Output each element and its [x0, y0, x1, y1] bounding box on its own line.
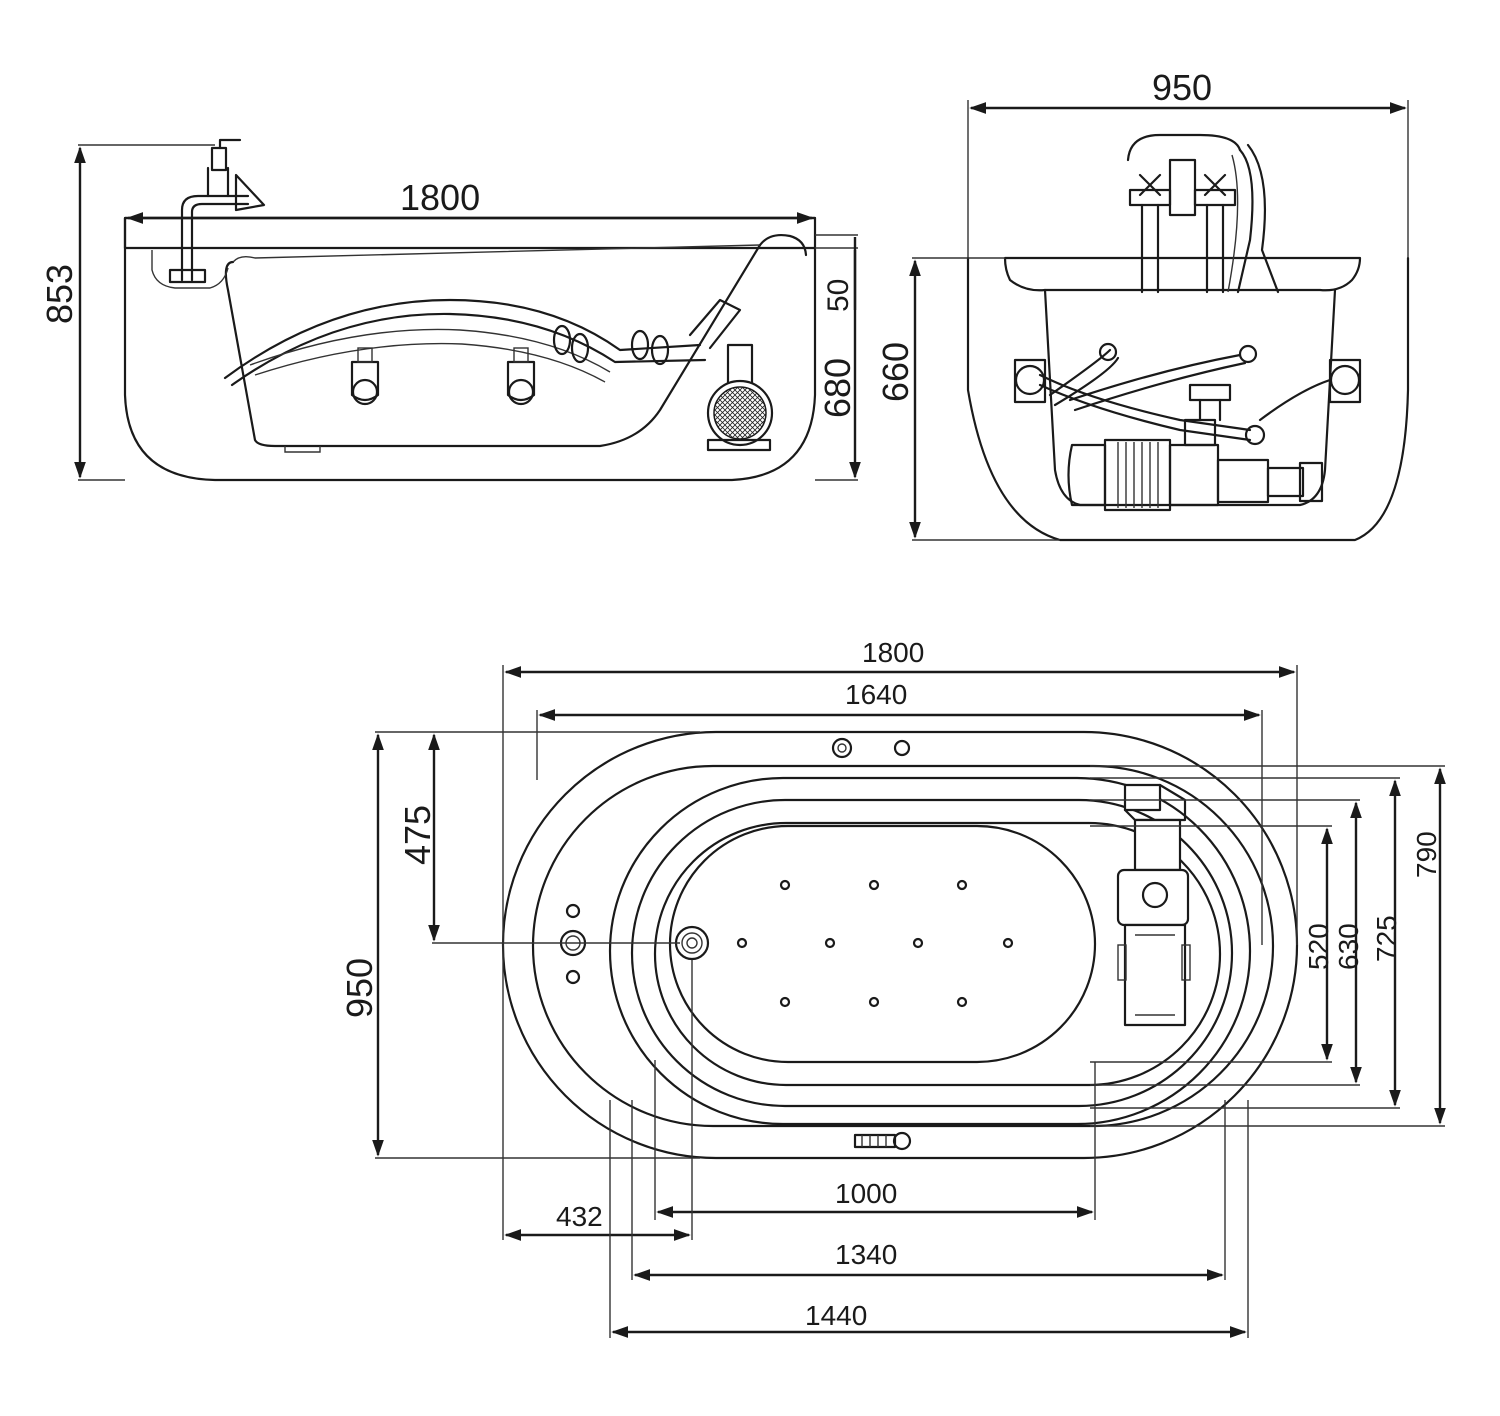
top-rim-inner — [531, 764, 1275, 1128]
side-inner-foot — [151, 250, 229, 289]
side-couplings — [552, 298, 742, 366]
top-control-buttons — [559, 903, 587, 985]
dim-853-label: 853 — [39, 264, 80, 324]
side-jet-left — [350, 347, 380, 406]
top-jets — [736, 879, 1014, 1008]
dim-1800-top-label: 1800 — [862, 637, 924, 668]
side-jet-right — [506, 347, 536, 406]
side-drain-foot — [284, 446, 321, 453]
dim-1000-label: 1000 — [835, 1178, 897, 1209]
side-rim — [123, 216, 817, 250]
dim-680-label: 680 — [817, 358, 858, 418]
dim-50-label: 50 — [822, 279, 855, 312]
side-pump — [706, 343, 774, 452]
end-outer-shell — [966, 256, 1410, 542]
side-faucet — [168, 138, 266, 284]
end-rim — [1003, 256, 1362, 292]
top-drain — [674, 925, 710, 961]
dim-790-label: 790 — [1411, 831, 1442, 878]
dim-950-end-label: 950 — [1152, 67, 1212, 108]
side-inner-lip — [232, 244, 761, 263]
side-outer-shell — [123, 216, 817, 482]
side-view: 853 1800 50 680 — [39, 138, 861, 482]
top-basin-mid — [630, 798, 1234, 1108]
side-pipe-4 — [254, 342, 606, 383]
end-pump — [1067, 418, 1324, 512]
end-faucet — [1126, 133, 1280, 294]
top-view: 1800 1640 1000 432 1340 1440 950 475 790 — [339, 637, 1446, 1338]
dim-520-label: 520 — [1303, 923, 1334, 970]
side-pipe-1 — [223, 298, 702, 380]
top-pump — [1116, 783, 1191, 1027]
dim-950-top-label: 950 — [339, 958, 380, 1018]
dim-725-label: 725 — [1371, 915, 1402, 962]
top-basin-outer — [608, 776, 1252, 1126]
dim-660-label: 660 — [875, 342, 916, 402]
side-inner-basin — [224, 243, 762, 448]
top-faucet-holes — [831, 737, 911, 759]
side-headrest — [758, 233, 808, 257]
dim-1340-label: 1340 — [835, 1239, 897, 1270]
top-overflow-control — [853, 1131, 912, 1151]
side-pipe-2 — [230, 312, 707, 387]
dim-630-label: 630 — [1333, 923, 1364, 970]
dim-1800-side-label: 1800 — [400, 177, 480, 218]
end-pipes — [1013, 342, 1362, 446]
dim-1640-label: 1640 — [845, 679, 907, 710]
dim-1440-label: 1440 — [805, 1300, 867, 1331]
top-basin-inner — [653, 821, 1222, 1087]
top-basin-floor — [668, 824, 1097, 1064]
dim-432-label: 432 — [556, 1201, 603, 1232]
dim-475-label: 475 — [397, 805, 438, 865]
end-view: 950 660 — [875, 67, 1410, 542]
